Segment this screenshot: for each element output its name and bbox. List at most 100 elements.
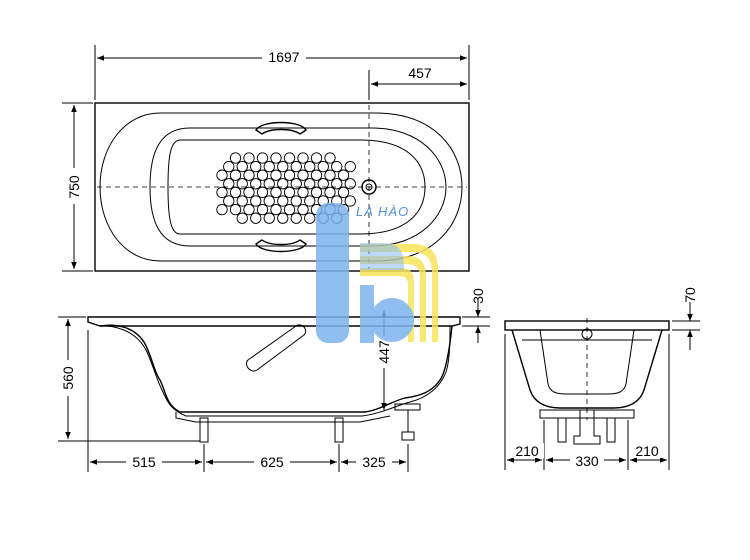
side-base (539, 409, 635, 419)
dim-rim-side: 70 (672, 287, 700, 350)
label-330: 330 (575, 453, 599, 469)
label-625: 625 (260, 454, 284, 470)
drain-outer (361, 179, 377, 195)
anti-slip-dot (250, 195, 262, 207)
anti-slip-dot (270, 169, 282, 181)
dim-drain-offset: 457 (368, 65, 467, 100)
anti-slip-dot (270, 186, 282, 199)
anti-slip-dot (229, 203, 242, 216)
anti-slip-dot (290, 160, 302, 173)
anti-slip-dot (263, 178, 275, 190)
label-325: 325 (362, 454, 386, 470)
anti-slip-dot (297, 169, 309, 181)
anti-slip-dot (283, 186, 296, 199)
anti-slip-dot (310, 152, 323, 164)
side-foot-right (606, 417, 616, 443)
anti-slip-dot (236, 178, 248, 190)
anti-slip-dot (256, 152, 269, 164)
watermark-yellow-stripe-3 (360, 268, 414, 342)
anti-slip-dot (223, 195, 235, 207)
anti-slip-dot (324, 152, 336, 164)
anti-slip-dot (324, 169, 336, 181)
watermark-blue-corner (360, 243, 404, 270)
anti-slip-dot (216, 203, 228, 216)
anti-slip-dot (256, 203, 269, 216)
anti-slip-dot (229, 169, 242, 181)
watermark-blue-bar (316, 203, 349, 343)
watermark-blue-stem (360, 285, 374, 343)
label-1697: 1697 (268, 49, 299, 65)
front-outer-shell (99, 324, 453, 413)
anti-slip-dot (250, 212, 262, 224)
anti-slip-dot (304, 195, 316, 207)
dim-side-chain: 210 330 210 (504, 334, 670, 470)
anti-slip-dot (304, 212, 316, 224)
anti-slip-dot (250, 178, 262, 190)
anti-slip-dot (297, 186, 309, 199)
front-base (175, 412, 391, 423)
anti-slip-dot (344, 195, 356, 207)
label-210-left: 210 (515, 443, 539, 459)
anti-slip-dot (283, 203, 296, 216)
anti-slip-dot (290, 178, 302, 190)
anti-slip-dot (337, 169, 350, 181)
anti-slip-dot (263, 160, 275, 173)
handle-top (255, 121, 307, 135)
dim-overall-length: 1697 (94, 45, 470, 100)
handle-bottom (255, 239, 307, 253)
anti-slip-dot (324, 186, 336, 199)
watermark-yellow-stripe-1 (360, 244, 438, 342)
top-view (94, 102, 470, 272)
anti-slip-dot (344, 160, 356, 173)
label-457: 457 (408, 65, 432, 81)
anti-slip-dot (243, 169, 255, 181)
anti-slip-dot (236, 212, 248, 224)
tub-bottom-outline (167, 139, 426, 235)
label-447-bg (376, 336, 394, 368)
anti-slip-dot-pattern (216, 152, 356, 224)
dim-bottom-chain: 515 625 325 (87, 330, 409, 472)
side-view (504, 318, 670, 445)
anti-slip-dot (290, 212, 302, 224)
label-70: 70 (682, 287, 698, 303)
front-view: 447 (87, 310, 461, 443)
watermark-blue-circle (370, 298, 414, 342)
anti-slip-dot (229, 186, 242, 199)
anti-slip-dot (243, 203, 255, 216)
anti-slip-dot (283, 169, 296, 181)
anti-slip-dot (277, 178, 289, 190)
anti-slip-dot (304, 178, 316, 190)
anti-slip-dot (236, 160, 248, 173)
anti-slip-dot (310, 186, 323, 199)
anti-slip-dot (270, 203, 282, 216)
anti-slip-dot (297, 152, 309, 164)
label-560: 560 (60, 366, 76, 390)
anti-slip-dot (243, 152, 255, 164)
anti-slip-dot (223, 178, 235, 190)
watermark-yellow-stripe-2 (360, 256, 426, 342)
watermark-text: LA HÀO (356, 204, 409, 219)
front-inner-shell (107, 325, 451, 417)
label-515: 515 (132, 454, 156, 470)
foot-adjustable-right (394, 403, 421, 441)
anti-slip-dot (263, 195, 275, 207)
anti-slip-dot (304, 160, 316, 173)
anti-slip-dot (344, 178, 356, 190)
side-foot-center (573, 409, 601, 445)
anti-slip-dot (290, 195, 302, 207)
anti-slip-dot (216, 186, 228, 199)
anti-slip-dot (317, 160, 329, 173)
anti-slip-dot (236, 195, 248, 207)
anti-slip-dot (256, 169, 269, 181)
anti-slip-dot (331, 178, 343, 190)
anti-slip-dot (270, 152, 282, 164)
anti-slip-dot (310, 169, 323, 181)
anti-slip-dot (283, 152, 296, 164)
anti-slip-dot (277, 160, 289, 173)
front-handle-slot (245, 324, 307, 372)
dim-overall-height: 560 (58, 316, 200, 442)
anti-slip-dot (263, 212, 275, 224)
anti-slip-dot (317, 178, 329, 190)
anti-slip-dot (256, 186, 269, 199)
dim-rim-front: 30 (462, 288, 490, 343)
